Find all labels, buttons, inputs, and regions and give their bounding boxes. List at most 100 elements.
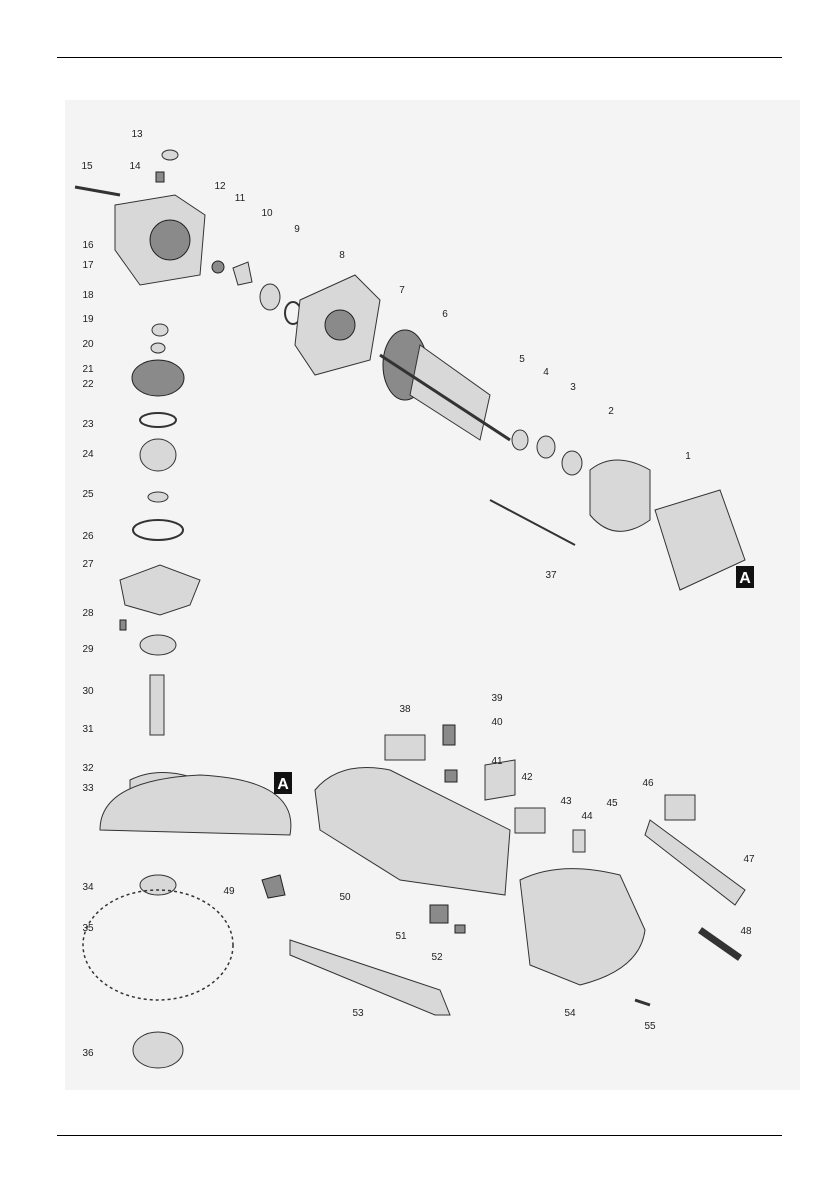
part-label-27: 27 <box>82 559 94 570</box>
part-label-19: 19 <box>82 314 94 325</box>
part-label-55: 55 <box>644 1021 656 1032</box>
part-label-6: 6 <box>442 309 448 320</box>
part-label-52: 52 <box>431 952 443 963</box>
screw-37 <box>489 499 576 546</box>
part-label-18: 18 <box>82 290 94 301</box>
part-label-16: 16 <box>82 240 94 251</box>
screw-55 <box>634 998 651 1007</box>
part-label-34: 34 <box>82 882 94 893</box>
retaining-21 <box>150 342 166 354</box>
part-label-7: 7 <box>399 285 405 296</box>
part-label-22: 22 <box>82 379 94 390</box>
part-label-23: 23 <box>82 419 94 430</box>
brush-holder-40 <box>442 724 456 746</box>
part-label-54: 54 <box>564 1008 576 1019</box>
field-1 <box>654 489 746 591</box>
housing-bore <box>149 219 191 261</box>
part-label-11: 11 <box>235 193 246 204</box>
part-label-39: 39 <box>491 693 503 704</box>
part-label-8: 8 <box>339 250 345 261</box>
cap <box>161 149 179 161</box>
screw-29 <box>119 619 127 631</box>
connection-marker-a: A <box>736 566 754 588</box>
wheel-guard-34 <box>99 774 292 836</box>
bearing-box-28 <box>119 564 201 616</box>
rear-cover-54 <box>519 868 646 986</box>
bearing-4 <box>536 435 556 459</box>
parts-layer <box>74 149 746 1069</box>
name-plate-38 <box>384 734 426 761</box>
screw <box>74 185 121 197</box>
cord-48 <box>697 927 743 961</box>
part-label-33: 33 <box>82 783 94 794</box>
part-label-10: 10 <box>261 208 273 219</box>
baffle-2 <box>589 459 651 532</box>
bearing-box-hub <box>324 309 356 341</box>
part-label-53: 53 <box>352 1008 364 1019</box>
part-label-29: 29 <box>82 644 94 655</box>
insulation-42 <box>484 759 516 801</box>
header-rule <box>57 57 782 58</box>
part-label-36: 36 <box>82 1048 94 1059</box>
part-label-32: 32 <box>82 763 94 774</box>
part-label-25: 25 <box>82 489 94 500</box>
part-label-50: 50 <box>339 892 351 903</box>
part-label-31: 31 <box>82 724 94 735</box>
slide-44 <box>572 829 586 853</box>
part-label-21: 21 <box>82 364 94 375</box>
marker-letter: A <box>739 570 751 587</box>
ring-24 <box>139 412 177 428</box>
part-label-40: 40 <box>491 717 503 728</box>
part-label-2: 2 <box>608 406 614 417</box>
lock-nut-36 <box>132 1031 184 1069</box>
part-label-20: 20 <box>82 339 94 350</box>
part-label-48: 48 <box>740 926 752 937</box>
part-label-37: 37 <box>545 570 557 581</box>
switch-43 <box>514 807 546 834</box>
part-label-9: 9 <box>294 224 300 235</box>
washer-26 <box>147 491 169 503</box>
part-label-12: 12 <box>214 181 226 192</box>
part-label-17: 17 <box>82 260 94 271</box>
collar <box>232 261 253 286</box>
part-label-4: 4 <box>543 367 549 378</box>
part-label-24: 24 <box>82 449 94 460</box>
bearing-3 <box>561 450 583 476</box>
strain-relief-47 <box>644 819 746 906</box>
part-label-30: 30 <box>82 686 94 697</box>
part-label-28: 28 <box>82 608 94 619</box>
nut <box>211 260 225 274</box>
noise-suppressor-46 <box>664 794 696 821</box>
bearing-10 <box>259 283 281 311</box>
motor-housing-50 <box>314 767 511 896</box>
part-label-26: 26 <box>82 531 94 542</box>
part-label-43: 43 <box>560 796 572 807</box>
washer-30 <box>139 634 177 656</box>
part-label-46: 46 <box>642 778 654 789</box>
part-label-49: 49 <box>223 886 235 897</box>
spindle-32 <box>149 674 165 736</box>
switch-lever-53 <box>289 939 451 1016</box>
bearing-25 <box>139 438 177 472</box>
part-label-3: 3 <box>570 382 576 393</box>
marker-letter: A <box>277 776 289 793</box>
brush-holder-51 <box>429 904 449 924</box>
part-label-47: 47 <box>743 854 755 865</box>
part-label-15: 15 <box>81 161 93 172</box>
carbon-brush-41 <box>444 769 458 783</box>
bolt <box>155 171 165 183</box>
part-label-14: 14 <box>129 161 141 172</box>
part-label-51: 51 <box>395 931 407 942</box>
labels-layer: 1234567891011121314151617181920212223242… <box>81 129 755 1059</box>
spiral-bevel-gear-23 <box>131 359 185 397</box>
grinding-wheel <box>82 889 234 1001</box>
switch-knob-49 <box>261 874 286 899</box>
spring-52 <box>454 924 466 934</box>
part-label-45: 45 <box>606 798 618 809</box>
footer-rule <box>57 1135 782 1136</box>
bearing-20 <box>151 323 169 337</box>
part-label-44: 44 <box>581 811 593 822</box>
part-label-13: 13 <box>131 129 143 140</box>
ring-5 <box>511 429 529 451</box>
